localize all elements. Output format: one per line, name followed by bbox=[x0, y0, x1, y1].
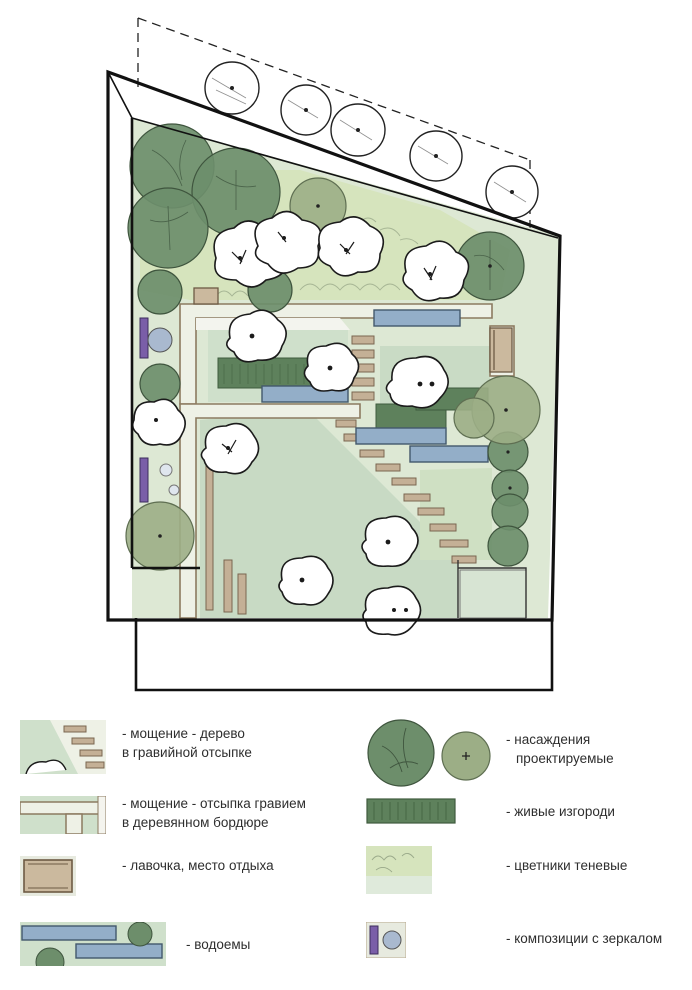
mirror-compositions bbox=[139, 317, 180, 503]
legend-paving-wood-swatch bbox=[20, 720, 106, 774]
legend-trees-swatch bbox=[366, 718, 496, 788]
paving-lower-right bbox=[459, 569, 527, 619]
ponds bbox=[261, 309, 489, 463]
legend-paving-gravel-swatch bbox=[20, 796, 106, 834]
legend-flowerbeds-line1: - цветники теневые bbox=[506, 858, 628, 873]
legend-mirror-label: - композиции с зеркалом bbox=[506, 929, 662, 948]
legend-bench-label: - лавочка, место отдыха bbox=[122, 856, 274, 875]
legend-bench-swatch bbox=[20, 856, 76, 896]
legend-paving-gravel-label: - мощение - отсыпка гравием в деревянном… bbox=[122, 794, 306, 832]
legend-paving-wood-label: - мощение - дерево в гравийной отсыпке bbox=[122, 724, 252, 762]
legend-flowerbeds-label: - цветники теневые bbox=[506, 856, 627, 875]
legend-hedges-swatch bbox=[366, 798, 456, 824]
legend-paving-gravel-line2: в деревянном бордюре bbox=[122, 815, 269, 830]
legend-paving-wood-line1: - мощение - дерево bbox=[122, 726, 245, 741]
legend-flowerbeds-swatch bbox=[366, 846, 432, 894]
legend-bench-line1: - лавочка, место отдыха bbox=[122, 858, 274, 873]
lawn-lower-right bbox=[420, 468, 492, 560]
site-plan bbox=[106, 17, 562, 692]
legend-paving-wood-line2: в гравийной отсыпке bbox=[122, 745, 252, 760]
adjacent-area-outline bbox=[134, 618, 554, 692]
legend-ponds-line1: - водоемы bbox=[186, 937, 251, 952]
legend-ponds-label: - водоемы bbox=[186, 935, 250, 954]
legend-trees-label: - насаждения проектируемые bbox=[506, 730, 614, 768]
legend-mirror-swatch bbox=[366, 922, 406, 958]
legend-ponds-swatch bbox=[20, 922, 166, 966]
legend-paving-gravel-line1: - мощение - отсыпка гравием bbox=[122, 796, 306, 811]
legend-trees-line2: проектируемые bbox=[516, 751, 614, 766]
legend-hedges-line1: - живые изгороди bbox=[506, 804, 615, 819]
flowering-trees bbox=[131, 210, 470, 636]
legend-trees-line1: - насаждения bbox=[506, 732, 591, 747]
legend-hedges-label: - живые изгороди bbox=[506, 802, 615, 821]
bench bbox=[193, 287, 513, 373]
inner-boundary bbox=[130, 118, 200, 570]
plot-boundary bbox=[106, 69, 562, 622]
legend-mirror-line1: - композиции с зеркалом bbox=[506, 931, 663, 946]
tree-dark-icon bbox=[367, 719, 435, 787]
